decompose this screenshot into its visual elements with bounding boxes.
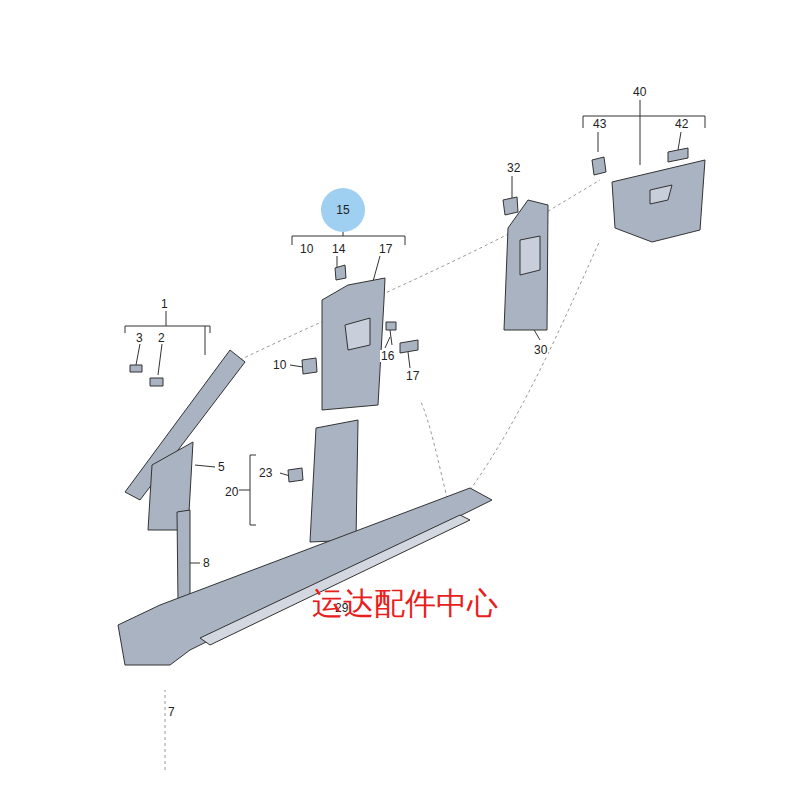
highlight-circle: 15: [321, 188, 365, 232]
callout-number: 8: [202, 557, 211, 569]
callout-number: 17: [378, 243, 393, 255]
callout-number: 14: [331, 243, 346, 255]
callout-number: 16: [380, 350, 395, 362]
callout-number: 10: [299, 243, 314, 255]
callout-number: 2: [157, 332, 166, 344]
callout-number: 42: [674, 118, 689, 130]
callout-number: 43: [592, 118, 607, 130]
callout-number: 32: [506, 162, 521, 174]
callout-number: 15: [336, 203, 349, 217]
callout-number: 20: [224, 486, 239, 498]
callout-number: 17: [405, 370, 420, 382]
callout-number: 40: [632, 86, 647, 98]
callout-number: 10: [272, 359, 287, 371]
callout-number: 5: [217, 461, 226, 473]
callout-number: 23: [258, 467, 273, 479]
callout-number: 30: [533, 344, 548, 356]
callout-number: 7: [167, 706, 176, 718]
callout-number: 3: [135, 332, 144, 344]
watermark: 运达配件中心: [312, 588, 498, 619]
callout-number: 1: [160, 298, 169, 310]
